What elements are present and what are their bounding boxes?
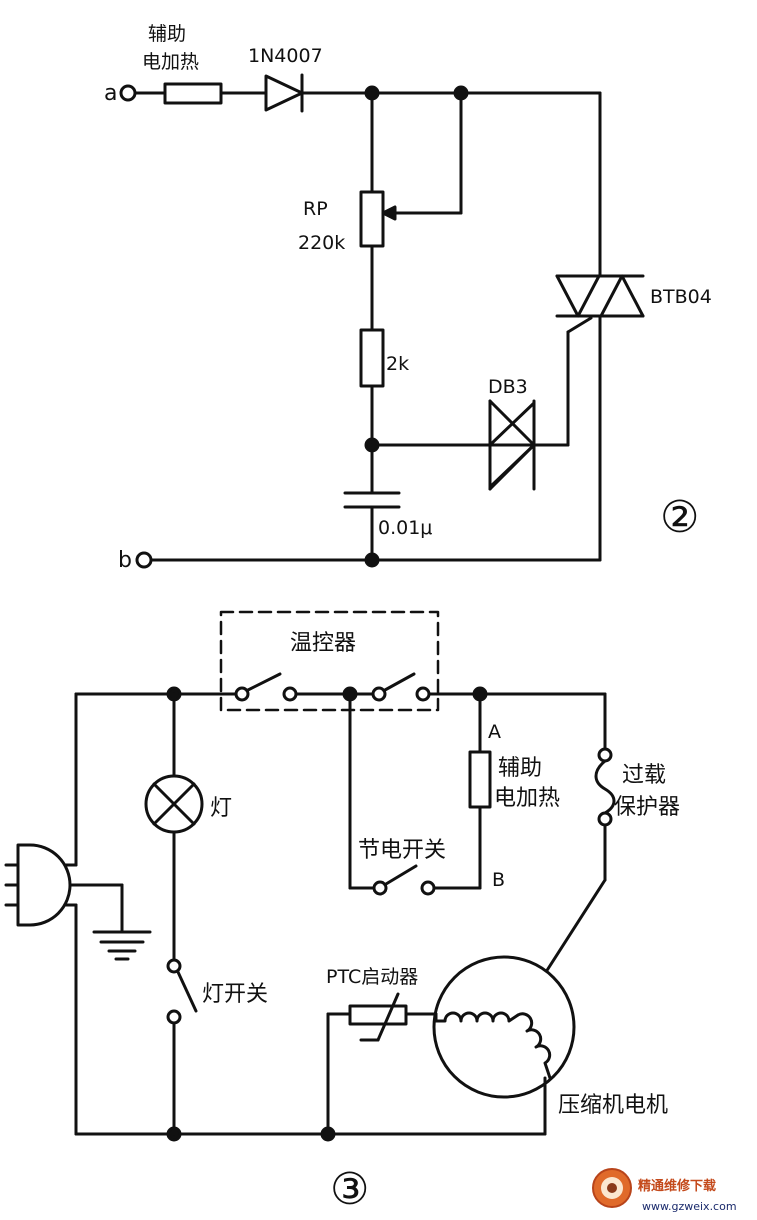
circuit-2 bbox=[119, 73, 645, 569]
ptc-starter bbox=[348, 1004, 408, 1026]
resistor-2k bbox=[359, 328, 385, 388]
pot-value-label: 220k bbox=[298, 232, 345, 254]
wiper-arrow bbox=[381, 205, 397, 221]
motor-label: 压缩机电机 bbox=[558, 1093, 668, 1118]
saver-switch-contact-1 bbox=[372, 880, 388, 896]
aux-heater-label-l2: 电加热 bbox=[142, 51, 199, 73]
thermostat-label: 温控器 bbox=[290, 631, 356, 656]
triac-btb04 bbox=[555, 274, 645, 318]
diac-db3 bbox=[488, 399, 536, 491]
potentiometer-rp bbox=[359, 190, 385, 248]
circuit-3-number: ③ bbox=[330, 1164, 369, 1215]
lamp-switch-contact-top bbox=[166, 958, 182, 974]
thermostat-contact-1 bbox=[234, 686, 250, 702]
thermostat-box bbox=[219, 610, 440, 712]
overload-label-l1: 过载 bbox=[622, 763, 666, 788]
triac-label: BTB04 bbox=[650, 286, 712, 308]
overload-label-l2: 保护器 bbox=[614, 795, 680, 820]
terminal-b bbox=[135, 551, 153, 569]
node-b-label: B bbox=[492, 869, 505, 891]
aux-heater-c3-label-l1: 辅助 bbox=[498, 756, 542, 781]
power-plug bbox=[4, 843, 124, 932]
ground-symbol bbox=[92, 930, 152, 961]
capacitor-label: 0.01μ bbox=[378, 517, 432, 539]
circuit-2-number: ② bbox=[660, 492, 699, 543]
overload-contact-top bbox=[597, 747, 613, 763]
overload-contact-bottom bbox=[597, 811, 613, 827]
watermark: 精通维修下载 www.gzweix.com bbox=[592, 1168, 737, 1213]
overload-bimetal bbox=[594, 759, 616, 815]
ptc-label: PTC启动器 bbox=[326, 966, 418, 988]
saver-switch-label: 节电开关 bbox=[358, 838, 446, 863]
lamp-switch-contact-bottom bbox=[166, 1009, 182, 1025]
circuit-3 bbox=[4, 610, 616, 1142]
lamp-label: 灯 bbox=[210, 796, 232, 821]
motor-start-winding bbox=[516, 1012, 552, 1080]
motor-run-winding bbox=[434, 1011, 520, 1023]
resistor-label: 2k bbox=[386, 353, 409, 375]
saver-switch-contact-2 bbox=[420, 880, 436, 896]
lamp bbox=[144, 774, 204, 834]
watermark-url: www.gzweix.com bbox=[642, 1200, 737, 1213]
terminal-a-label: a bbox=[104, 81, 117, 106]
terminal-b-label: b bbox=[118, 548, 132, 573]
aux-heater-resistor-c2 bbox=[163, 82, 223, 105]
aux-heater-c3-label-l2: 电加热 bbox=[494, 786, 560, 811]
aux-heater-label-l1: 辅助 bbox=[148, 23, 186, 45]
node-a-label: A bbox=[488, 721, 501, 743]
terminal-a bbox=[119, 84, 137, 102]
aux-heater-resistor-c3 bbox=[468, 750, 492, 809]
diode-label: 1N4007 bbox=[248, 45, 323, 67]
watermark-name: 精通维修下载 bbox=[638, 1178, 716, 1194]
diode-1n4007 bbox=[264, 73, 304, 113]
diac-label: DB3 bbox=[488, 376, 528, 398]
compressor-motor bbox=[432, 955, 576, 1099]
pot-name-label: RP bbox=[303, 198, 328, 220]
lamp-switch-label: 灯开关 bbox=[202, 982, 268, 1007]
